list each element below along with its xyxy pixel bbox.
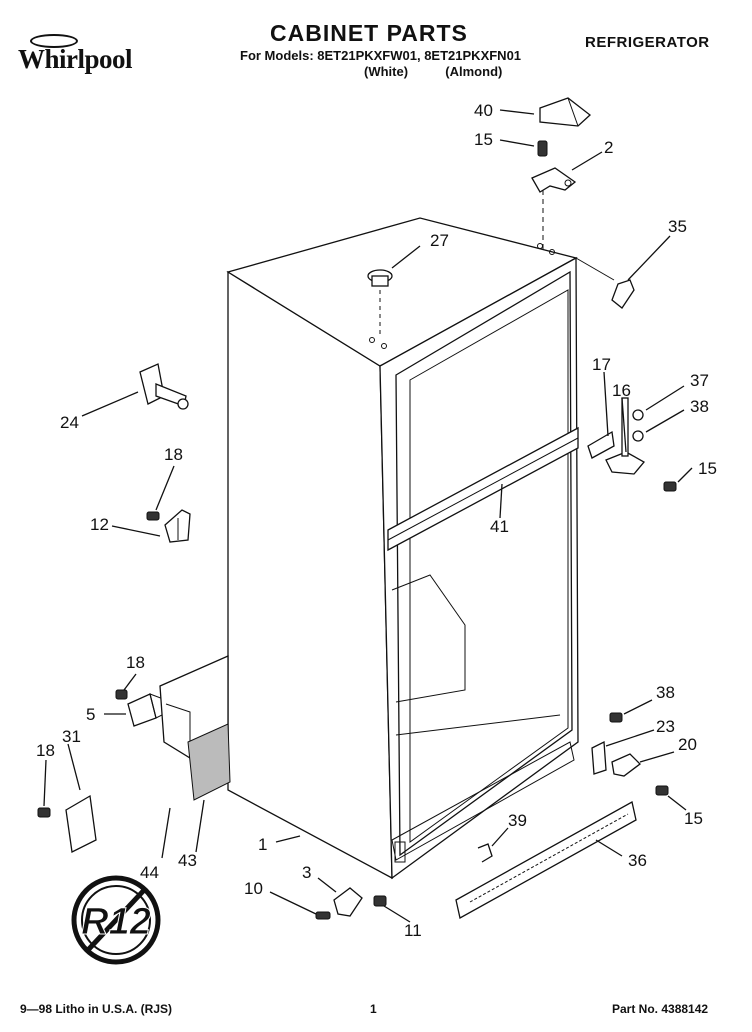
callout-23: 23	[656, 717, 675, 736]
callout-18-lower: 18	[126, 653, 145, 672]
callout-24: 24	[60, 413, 79, 432]
model-list: For Models: 8ET21PKXFW01, 8ET21PKXFN01	[240, 48, 522, 63]
part-15-screw-lower-hinge	[655, 785, 669, 796]
brand-name: Whirlpool	[18, 44, 133, 74]
part-12-bracket	[164, 509, 191, 543]
color-almond: (Almond)	[445, 64, 503, 79]
part-38-washer	[632, 430, 644, 442]
cabinet-body	[226, 217, 579, 880]
part-35-hinge-pin-cover	[611, 279, 635, 309]
logo-oval	[30, 34, 78, 48]
callout-38-lower: 38	[656, 683, 675, 702]
callout-12: 12	[90, 515, 109, 534]
stamp-text: R12	[81, 901, 151, 943]
part-10-bolt	[315, 911, 331, 920]
divider-bar-edge	[387, 437, 579, 541]
part-31-hinge-cover-lower	[65, 794, 97, 853]
callout-2: 2	[604, 138, 613, 157]
liner-shelf-recess	[391, 574, 466, 703]
callout-10: 10	[244, 879, 263, 898]
litho-note: 9—98 Litho in U.S.A. (RJS)	[20, 1002, 173, 1016]
part-39-clip	[477, 843, 493, 863]
callout-38-upper: 38	[690, 397, 709, 416]
appliance-category: REFRIGERATOR	[585, 34, 710, 51]
part-3-leveling-foot	[333, 887, 363, 917]
part-20-lower-door-hinge	[611, 753, 641, 777]
part-18-screw-upper	[146, 511, 160, 521]
callout-17: 17	[592, 355, 611, 374]
leader-lines	[43, 109, 693, 923]
top-hole-3	[537, 243, 543, 249]
part-38-washer-lower	[609, 712, 623, 723]
part-18-screw-left	[37, 807, 51, 818]
callout-37: 37	[690, 371, 709, 390]
callout-40: 40	[474, 101, 493, 120]
part-number: Part No. 4388142	[612, 1002, 709, 1016]
part-36-grille	[455, 801, 637, 919]
callout-3: 3	[302, 863, 311, 882]
whirlpool-logo: Whirlpool	[18, 34, 156, 80]
part-5-lower-hinge	[127, 693, 169, 727]
top-hole-1	[369, 337, 375, 343]
callout-labels: 40 15 2 27 35 17 16 37 38 15 24 18 12 41…	[36, 101, 717, 940]
color-white: (White)	[364, 64, 409, 79]
part-11-nut	[373, 895, 387, 907]
part-40-hinge-cover	[539, 97, 592, 127]
cabinet-liner	[409, 289, 569, 843]
part-16-middle-hinge	[605, 397, 646, 475]
callout-18-upper: 18	[164, 445, 183, 464]
part-15-screw-top	[537, 140, 548, 157]
callout-5: 5	[86, 705, 95, 724]
r12-refrigerant-stamp: R12	[71, 875, 161, 965]
part-17-hinge-shim	[587, 430, 615, 459]
top-hole-2	[381, 343, 387, 349]
callout-35: 35	[668, 217, 687, 236]
callout-15-top: 15	[474, 130, 493, 149]
part-23-shim-lower	[591, 740, 607, 775]
callout-27: 27	[430, 231, 449, 250]
part-27-plug	[367, 269, 393, 287]
callout-1: 1	[258, 835, 267, 854]
callout-16: 16	[612, 381, 631, 400]
callout-11: 11	[404, 921, 422, 940]
top-hole-4	[549, 249, 555, 255]
callout-31: 31	[62, 727, 81, 746]
callout-43: 43	[178, 851, 197, 870]
callout-20: 20	[678, 735, 697, 754]
callout-41: 41	[490, 517, 509, 536]
page-title: CABINET PARTS	[270, 20, 468, 46]
part-43-insulation-pad	[187, 723, 231, 801]
page-number: 1	[370, 1002, 377, 1016]
callout-44: 44	[140, 863, 159, 882]
part-24-door-stop	[139, 363, 189, 410]
part-15-screw-middle	[663, 481, 677, 492]
callout-39: 39	[508, 811, 527, 830]
callout-18-left: 18	[36, 741, 55, 760]
part-37-washer	[632, 409, 644, 421]
callout-15-lower: 15	[684, 809, 703, 828]
callout-15-middle: 15	[698, 459, 717, 478]
lower-hinge-bracket-left	[394, 841, 406, 863]
cover-guide-line	[575, 257, 615, 281]
cabinet-opening	[395, 270, 573, 857]
callout-36: 36	[628, 851, 647, 870]
model-colors: (White) (Almond)	[364, 64, 502, 79]
part-2-top-hinge	[531, 167, 577, 193]
cabinet-side-panel	[227, 270, 393, 880]
liner-floor-line	[395, 714, 561, 736]
part-18-screw-lower	[115, 689, 128, 700]
